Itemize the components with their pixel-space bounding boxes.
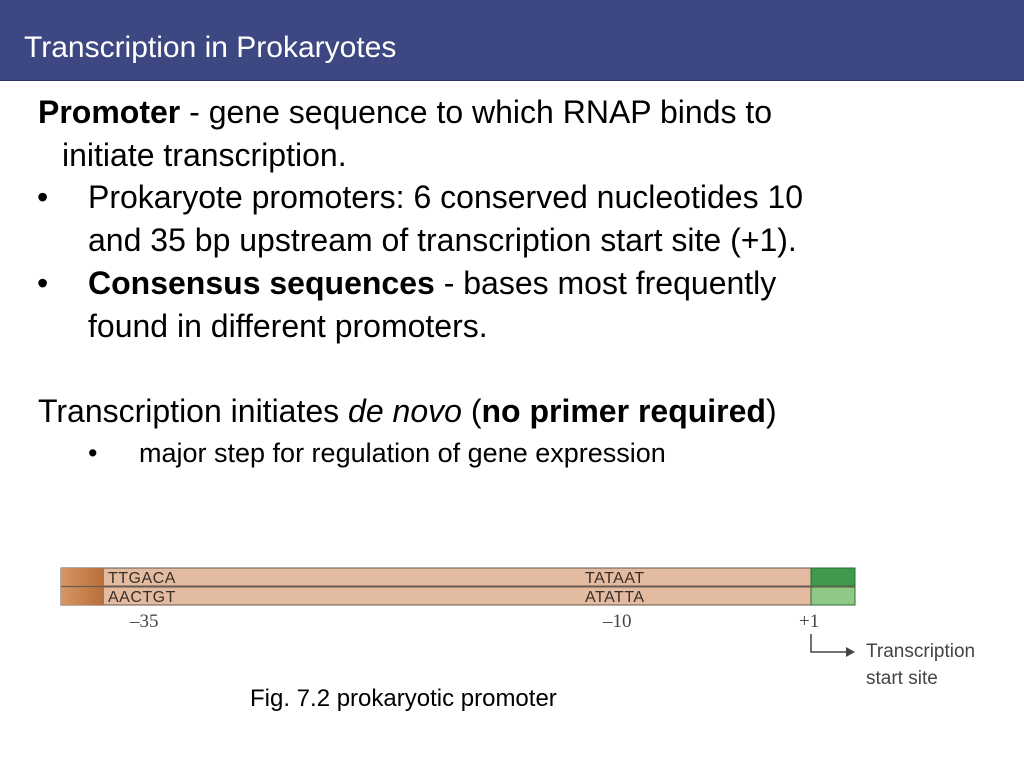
promoter-diagram: TTGACA AACTGT TATAAT ATATTA –35 –10 +1 T… — [60, 567, 975, 689]
de-novo-prefix: Transcription initiates — [38, 393, 349, 429]
bullet-2-marker: • — [37, 265, 49, 301]
paren-open: ( — [461, 393, 482, 429]
label-plus1: +1 — [799, 611, 819, 632]
bullet-1-line2: and 35 bp upstream of transcription star… — [88, 222, 797, 258]
sub-bullet-marker: • — [88, 438, 98, 468]
label-minus35: –35 — [129, 611, 159, 632]
tss-label-line2: start site — [866, 668, 938, 689]
minus35-box-bottom — [61, 587, 104, 605]
bullet-1-line1: Prokaryote promoters: 6 conserved nucleo… — [88, 179, 804, 215]
minus35-box-top — [61, 568, 104, 586]
bullet-2-line1: Consensus sequences - bases most frequen… — [88, 262, 776, 305]
no-primer-bold: no primer required — [481, 393, 766, 429]
consensus-term: Consensus sequences — [88, 265, 435, 301]
figure-caption: Fig. 7.2 prokaryotic promoter — [250, 685, 557, 712]
bullet-2-line2: found in different promoters. — [88, 308, 488, 344]
sub-bullet-text: major step for regulation of gene expres… — [139, 438, 666, 468]
de-novo-italic: de novo — [348, 393, 462, 429]
seq-35-top: TTGACA — [108, 570, 176, 587]
tss-box-top — [810, 567, 856, 587]
tss-arrowhead — [846, 647, 855, 657]
promoter-definition: - gene sequence to which RNAP binds to — [180, 94, 773, 130]
seq-10-top: TATAAT — [585, 570, 645, 587]
de-novo-paragraph: Transcription initiates de novo (no prim… — [38, 390, 777, 433]
consensus-definition: - bases most frequently — [434, 265, 777, 301]
promoter-term: Promoter — [38, 94, 181, 130]
promoter-definition-line1: Promoter - gene sequence to which RNAP b… — [38, 91, 772, 134]
bullet-1-marker: • — [37, 179, 49, 215]
promoter-definition-line2: initiate transcription. — [62, 137, 347, 173]
paren-close: ) — [765, 393, 777, 429]
title-bar: Transcription in Prokaryotes — [0, 0, 1024, 81]
tss-label-line1: Transcription — [866, 641, 975, 662]
tss-arrow — [810, 634, 846, 653]
slide-title: Transcription in Prokaryotes — [24, 31, 397, 64]
dna-bottom-strand — [60, 586, 856, 606]
tss-box-bottom — [810, 586, 856, 606]
label-minus10: –10 — [602, 611, 632, 632]
seq-35-bottom: AACTGT — [108, 589, 176, 606]
dna-top-strand — [60, 567, 856, 587]
seq-10-bottom: ATATTA — [585, 589, 645, 606]
